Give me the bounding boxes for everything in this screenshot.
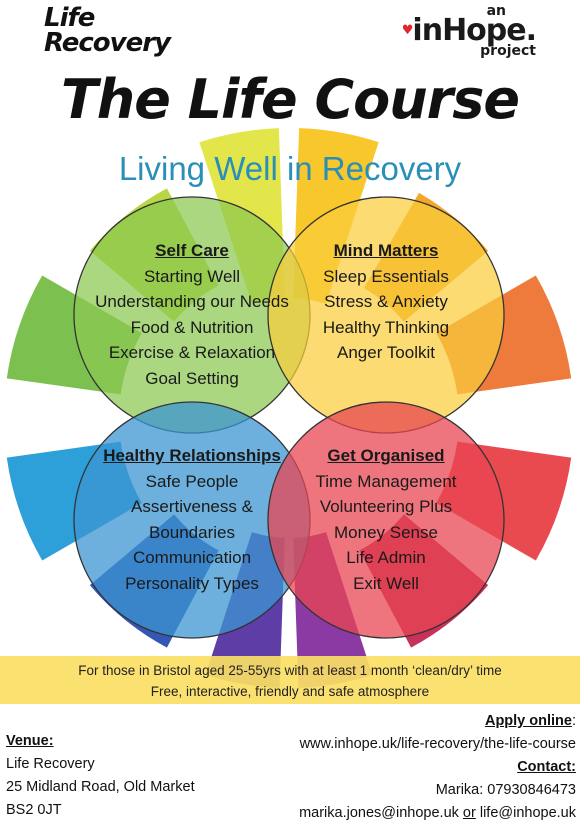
inhope-logo: an ♥inHope. project <box>401 3 537 59</box>
heart-icon: ♥ <box>401 23 414 38</box>
quadrant-mind-matters: Mind Matters Sleep Essentials Stress & A… <box>296 238 476 366</box>
contact-label: Contact: <box>517 759 576 775</box>
circle-get-organised <box>267 401 505 639</box>
or-separator: or <box>462 805 476 821</box>
apply-url-link[interactable]: www.inhope.uk/life-recovery/the-life-cou… <box>299 736 576 752</box>
petal-group <box>6 128 572 688</box>
quadrant-heading: Mind Matters <box>333 241 439 260</box>
eligibility-banner: For those in Bristol aged 25-55yrs with … <box>0 656 580 704</box>
quadrant-healthy-relationships: Healthy Relationships Safe People Assert… <box>82 443 302 596</box>
list-item: Understanding our Needs <box>95 292 289 311</box>
quadrant-get-organised: Get Organised Time Management Volunteeri… <box>296 443 476 596</box>
quadrant-heading: Healthy Relationships <box>103 446 281 465</box>
email-link-secondary[interactable]: life@inhope.uk <box>479 805 576 821</box>
list-item: Anger Toolkit <box>337 343 435 362</box>
venue-line: 25 Midland Road, Old Market <box>6 779 195 795</box>
list-item: Exit Well <box>353 573 419 593</box>
list-item: Healthy Thinking <box>322 317 450 337</box>
venue-block: Venue: Life Recovery 25 Midland Road, Ol… <box>6 730 195 822</box>
list-item: Boundaries <box>148 522 235 542</box>
quadrant-heading: Self Care <box>155 241 229 260</box>
list-item: Assertiveness & <box>131 497 253 516</box>
list-item: Personality Types <box>125 573 259 593</box>
page-title: The Life Course <box>60 68 520 131</box>
list-item: Goal Setting <box>145 368 239 388</box>
banner-line: Free, interactive, friendly and safe atm… <box>150 684 430 699</box>
list-item: Money Sense <box>334 522 438 542</box>
banner-line: For those in Bristol aged 25-55yrs with … <box>78 663 502 678</box>
page-subtitle: Living Well in Recovery <box>118 150 462 187</box>
email-link-primary[interactable]: marika.jones@inhope.uk <box>299 805 459 821</box>
list-item: Volunteering Plus <box>319 497 453 516</box>
venue-line: BS2 0JT <box>6 802 62 818</box>
list-item: Food & Nutrition <box>130 317 254 337</box>
venue-label: Venue: <box>6 733 54 749</box>
quadrant-self-care: Self Care Starting Well Understanding ou… <box>72 238 312 391</box>
phone-number: Marika: 07930846473 <box>435 782 576 798</box>
quadrant-heading: Get Organised <box>327 446 445 465</box>
venue-line: Life Recovery <box>6 756 95 772</box>
apply-online-label: Apply online <box>484 713 572 729</box>
list-item: Communication <box>132 548 252 567</box>
list-item: Exercise & Relaxation <box>108 343 276 362</box>
contact-block: Apply online: www.inhope.uk/life-recover… <box>299 713 576 821</box>
list-item: Sleep Essentials <box>323 266 449 286</box>
list-item: Time Management <box>315 471 457 491</box>
life-recovery-logo: Life Recovery <box>44 3 171 58</box>
list-item: Stress & Anxiety <box>324 292 448 311</box>
list-item: Life Admin <box>346 548 426 567</box>
list-item: Safe People <box>145 471 239 491</box>
list-item: Starting Well <box>143 266 241 286</box>
